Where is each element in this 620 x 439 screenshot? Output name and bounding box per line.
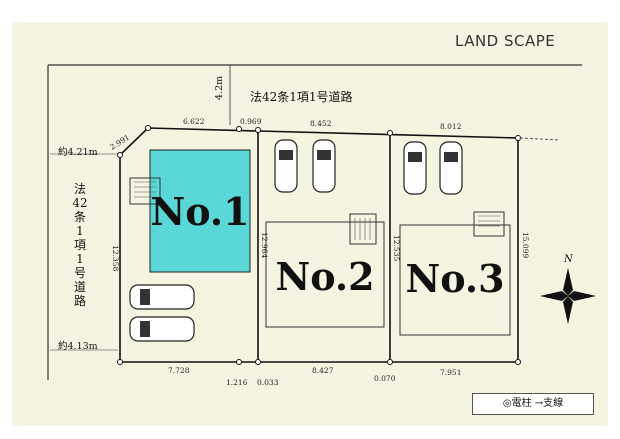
svg-text:1: 1 <box>76 224 84 238</box>
dim-top: 0.969 <box>240 117 262 126</box>
top-road-width: 4.2m <box>214 76 225 100</box>
legend-wire: →支線 <box>534 398 564 409</box>
lot-3-building <box>399 224 511 336</box>
left-road-width-bottom: 約4.13m <box>58 340 98 352</box>
property-boundary <box>119 127 519 363</box>
car-windows <box>140 150 458 337</box>
lot-1-label: No.1 <box>150 189 249 234</box>
car-icon <box>312 139 336 193</box>
left-road-label: 法 42 条 1 項 1 号 道 路 <box>72 182 87 308</box>
map-legend: ◎電柱 →支線 <box>472 393 594 415</box>
brand-logo: LAND SCAPE <box>455 32 556 50</box>
lot-1-entrance <box>129 177 161 205</box>
dim-top: 2.991 <box>108 133 131 152</box>
svg-text:法: 法 <box>74 182 86 196</box>
dim-side: 12.964 <box>260 232 269 258</box>
svg-text:1: 1 <box>76 252 84 266</box>
top-road-label: 法42条1項1号道路 <box>250 89 353 104</box>
dim-bottom: 7.951 <box>440 368 461 377</box>
left-road-width-top: 約4.21m <box>58 146 98 158</box>
dim-bottom: 0.070 <box>374 374 396 383</box>
lot-2-label: No.2 <box>275 254 374 299</box>
car-icon <box>274 139 298 193</box>
compass-icon: N <box>540 254 596 324</box>
svg-text:道: 道 <box>74 280 86 294</box>
svg-text:号: 号 <box>74 266 86 280</box>
svg-text:42: 42 <box>72 196 87 210</box>
dim-side: 15.099 <box>521 232 530 258</box>
support-wire <box>519 137 561 141</box>
svg-text:路: 路 <box>74 293 86 308</box>
dim-top: 6.622 <box>183 117 205 126</box>
svg-text:N: N <box>563 254 574 265</box>
lot-2-building <box>265 221 385 328</box>
dim-bottom: 7.728 <box>168 366 190 375</box>
dim-side: 12.535 <box>392 235 401 261</box>
svg-text:項: 項 <box>74 238 86 252</box>
dim-side: 12.358 <box>111 245 120 271</box>
dim-bottom: 8.427 <box>312 366 334 375</box>
lot-3-label: No.3 <box>405 256 504 301</box>
lot-3-entrance <box>473 211 505 237</box>
lot-1-area <box>149 149 251 273</box>
dim-bottom: 0.033 <box>257 378 279 387</box>
legend-pole: ◎電柱 <box>502 398 532 409</box>
dim-bottom: 1.216 <box>226 378 248 387</box>
dim-top: 8.012 <box>440 122 462 131</box>
svg-text:条: 条 <box>74 210 86 224</box>
car-icon <box>403 141 427 195</box>
entrance-hatching <box>134 181 500 240</box>
boundary-markers <box>117 125 521 365</box>
lot-2-entrance <box>349 213 377 245</box>
car-icon <box>129 316 195 342</box>
car-icon <box>129 284 195 310</box>
car-icon <box>439 141 463 195</box>
dim-top: 8.452 <box>310 119 332 128</box>
